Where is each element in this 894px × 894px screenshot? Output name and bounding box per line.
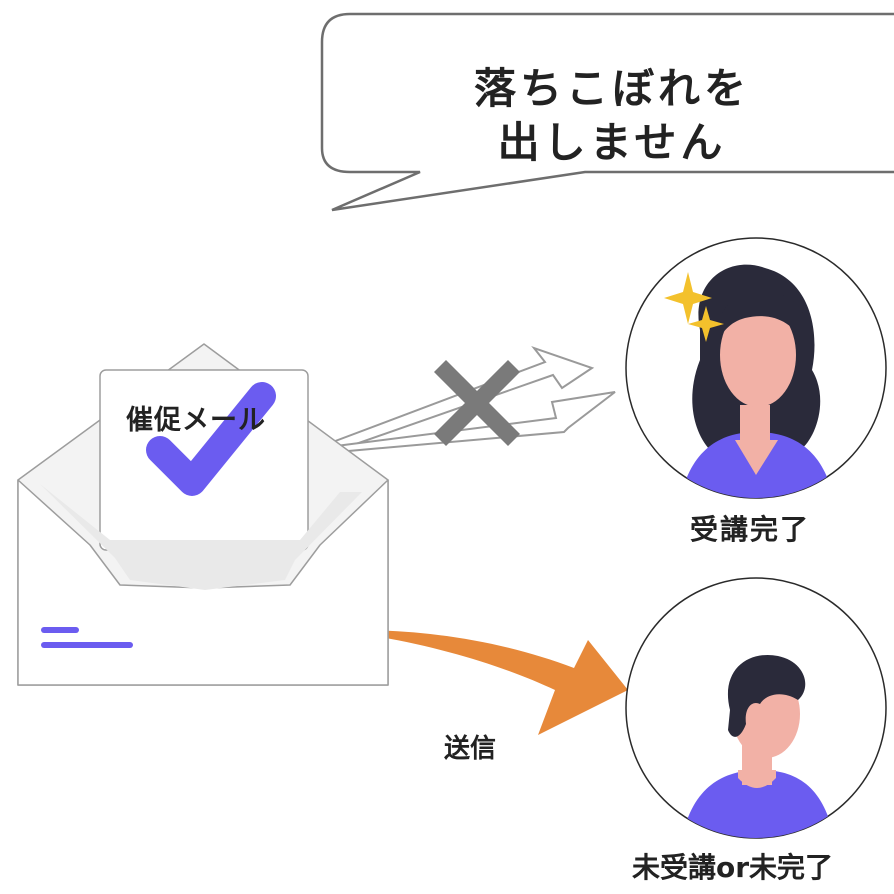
- envelope-front: [17, 479, 389, 686]
- face: [720, 303, 796, 407]
- sparkle-icon: [664, 272, 724, 342]
- neck-v: [735, 440, 778, 475]
- incomplete-person-avatar: [625, 577, 887, 839]
- blocked-arrows: [319, 345, 616, 454]
- letter-label: 催促メール: [126, 405, 266, 436]
- cross-mark-icon: [433, 359, 521, 447]
- speech-bubble-line1: 落ちこぼれを: [473, 64, 750, 113]
- hair-front: [716, 291, 807, 345]
- send-label: 送信: [444, 734, 497, 764]
- speech-bubble-text: 落ちこぼれを 出しません: [330, 62, 894, 170]
- speech-bubble-line2: 出しません: [497, 118, 727, 167]
- send-arrow: [332, 629, 628, 735]
- incomplete-label: 未受講or未完了: [632, 851, 834, 884]
- completed-label: 受講完了: [690, 513, 811, 546]
- neck-curve: [738, 770, 776, 788]
- completed-person-avatar: [625, 237, 887, 499]
- speech-bubble: [320, 12, 894, 212]
- hair-icon: [727, 654, 806, 737]
- envelope-shadow: [40, 484, 362, 590]
- neck: [740, 405, 770, 445]
- checkmark-icon: [146, 382, 276, 496]
- shirt: [680, 770, 836, 838]
- envelope: [17, 343, 389, 686]
